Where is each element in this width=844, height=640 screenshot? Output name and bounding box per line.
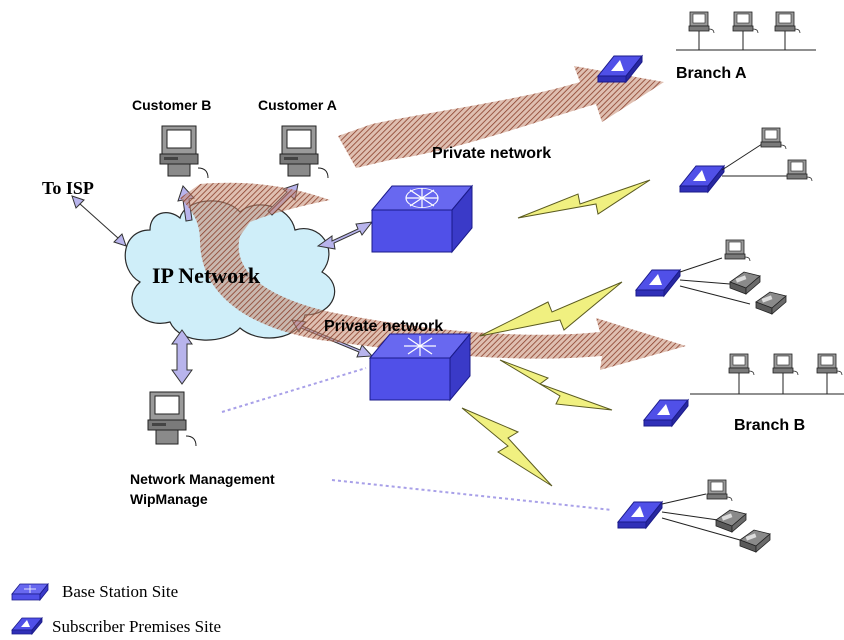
- customer-a-computer: [279, 125, 329, 179]
- branch-a-label: Branch A: [676, 65, 747, 82]
- network-management-computer: [147, 391, 197, 447]
- branch-b-cpe: [643, 399, 689, 427]
- cloud-base-station-arrow: [316, 221, 374, 250]
- base-station-upper: [370, 184, 474, 254]
- wireless-links: [461, 179, 651, 487]
- subscriber-2-computers: [721, 127, 813, 182]
- subscriber-premises-icon: [11, 616, 43, 636]
- cloud-nm-arrow: [171, 329, 193, 385]
- private-network-label-mid: Private network: [324, 318, 443, 335]
- lightning-icon: [499, 359, 613, 411]
- base-station-icon: [11, 582, 49, 602]
- management-links: [221, 367, 613, 511]
- customer-b-computer: [159, 125, 209, 179]
- to-isp-label: To ISP: [42, 178, 94, 198]
- private-network-label-top: Private network: [432, 145, 551, 162]
- subscriber-cpe-5: [617, 501, 663, 529]
- subscriber-cpe-3: [635, 269, 681, 297]
- private-network-tunnel-main: [180, 182, 686, 370]
- legend-label-subscriber-premises: Subscriber Premises Site: [52, 617, 221, 636]
- lightning-icon: [461, 407, 553, 487]
- subscriber-5-devices: [661, 479, 771, 553]
- to-isp-arrow: [71, 195, 127, 247]
- base-station-lower: [368, 332, 472, 402]
- legend-label-base-station: Base Station Site: [62, 582, 178, 601]
- legend: Base Station Site Subscriber Premises Si…: [11, 582, 221, 636]
- private-network-tunnel-top: [338, 66, 664, 168]
- branch-a-lan: [676, 11, 816, 51]
- wipmanage-label: WipManage: [130, 491, 208, 507]
- branch-b-label: Branch B: [734, 417, 805, 434]
- ip-network-label: IP Network: [152, 263, 261, 288]
- customer-b-label: Customer B: [132, 97, 211, 113]
- subscriber-cpe-2: [679, 165, 725, 193]
- lightning-icon: [517, 179, 651, 219]
- private-network-tunnels: [180, 66, 686, 370]
- network-management-label: Network Management: [130, 471, 275, 487]
- customer-a-label: Customer A: [258, 97, 337, 113]
- lightning-icon: [479, 281, 623, 337]
- branch-b-lan: [690, 353, 844, 395]
- subscriber-3-devices: [679, 239, 787, 315]
